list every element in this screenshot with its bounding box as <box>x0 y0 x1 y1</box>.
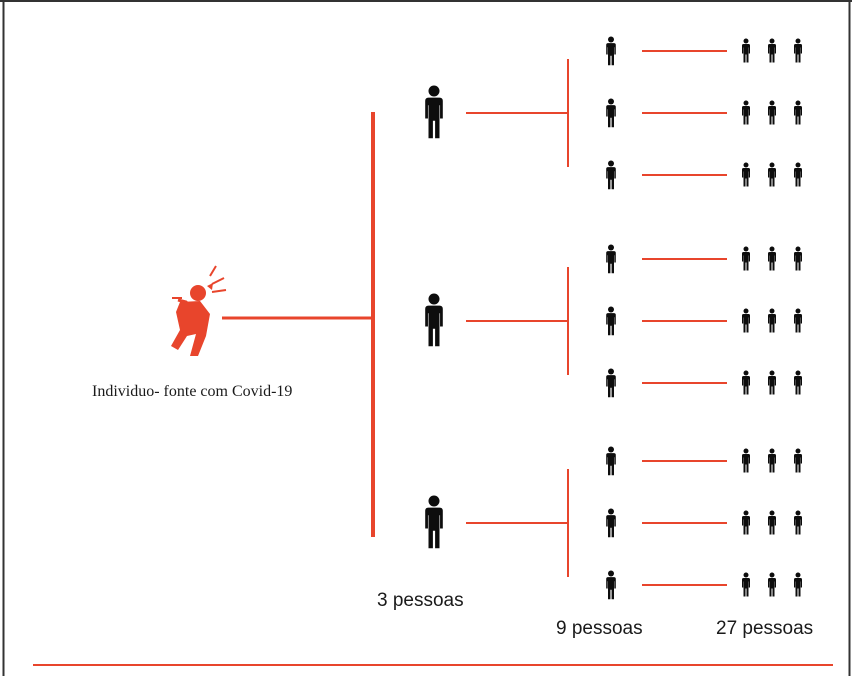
gen3-person-icon <box>768 370 776 395</box>
gen1-count-label: 3 pessoas <box>377 590 464 611</box>
gen2-person-icon <box>606 446 616 476</box>
gen2-person-icon <box>606 160 616 190</box>
gen3-person-icon <box>794 246 802 271</box>
gen3-person-icon <box>768 448 776 473</box>
gen3-person-icon <box>768 572 776 597</box>
gen1-person-icon <box>425 495 443 549</box>
gen3-person-icon <box>768 308 776 333</box>
gen3-person-icon <box>742 572 750 597</box>
gen3-person-icon <box>768 100 776 125</box>
gen2-person-icon <box>606 570 616 600</box>
gen3-person-icon <box>768 162 776 187</box>
coughing-person-icon <box>171 265 227 356</box>
gen3-person-icon <box>794 100 802 125</box>
gen2-person-icon <box>606 508 616 538</box>
gen3-person-icon <box>768 510 776 535</box>
gen3-person-icon <box>794 308 802 333</box>
gen2-person-icon <box>606 306 616 336</box>
gen1-person-icon <box>425 293 443 347</box>
gen2-person-icon <box>606 36 616 66</box>
gen3-person-icon <box>742 100 750 125</box>
source-label: Individuo- fonte com Covid-19 <box>92 383 293 400</box>
gen3-person-icon <box>794 162 802 187</box>
gen1-person-icon <box>425 85 443 139</box>
gen3-person-icon <box>742 448 750 473</box>
gen3-person-icon <box>742 370 750 395</box>
gen3-person-icon <box>768 38 776 63</box>
gen3-person-icon <box>794 572 802 597</box>
gen3-person-icon <box>742 308 750 333</box>
gen3-person-icon <box>794 510 802 535</box>
gen2-count-label: 9 pessoas <box>556 618 643 639</box>
gen3-person-icon <box>794 448 802 473</box>
gen2-person-icon <box>606 98 616 128</box>
gen3-person-icon <box>768 246 776 271</box>
gen3-count-label: 27 pessoas <box>716 618 814 639</box>
gen3-person-icon <box>742 510 750 535</box>
gen3-person-icon <box>742 38 750 63</box>
gen3-person-icon <box>794 38 802 63</box>
gen3-person-icon <box>742 246 750 271</box>
gen3-person-icon <box>794 370 802 395</box>
gen2-person-icon <box>606 368 616 398</box>
gen3-person-icon <box>742 162 750 187</box>
gen2-person-icon <box>606 244 616 274</box>
